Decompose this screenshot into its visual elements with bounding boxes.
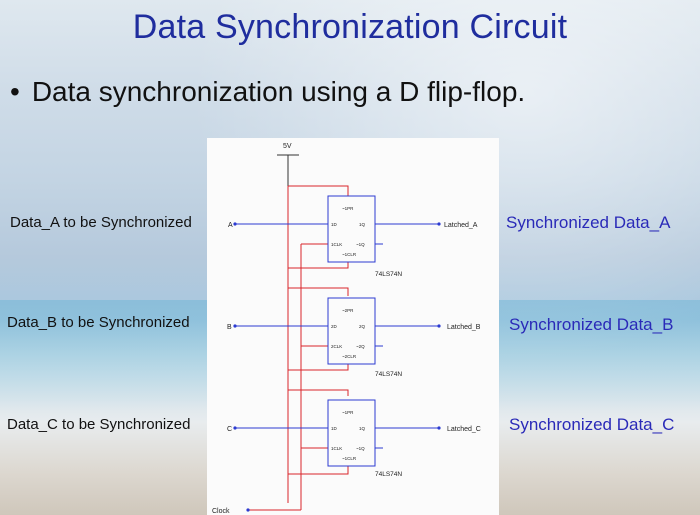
part-number-2: 74LS74N bbox=[375, 371, 402, 378]
junction-dots bbox=[233, 222, 441, 512]
svg-text:~1PR: ~1PR bbox=[342, 206, 354, 211]
flip-flop-3: ~1PR 1D 1Q 1CLK ~1Q ~1CLR 74LS74N bbox=[327, 399, 402, 478]
svg-text:~1CLR: ~1CLR bbox=[342, 252, 357, 257]
power-bus bbox=[287, 185, 349, 503]
svg-text:~1CLR: ~1CLR bbox=[342, 456, 357, 461]
svg-text:~1PR: ~1PR bbox=[342, 410, 354, 415]
svg-text:1CLK: 1CLK bbox=[331, 242, 342, 247]
flip-flop-2: ~2PR 2D 2Q 2CLK ~2Q ~2CLR 74LS74N bbox=[327, 297, 402, 378]
svg-text:2CLK: 2CLK bbox=[331, 344, 342, 349]
svg-text:~2PR: ~2PR bbox=[342, 308, 354, 313]
clock-bus bbox=[248, 243, 328, 511]
clock-label: Clock bbox=[212, 508, 230, 515]
bullet-text: Data synchronization using a D flip-flop… bbox=[31, 76, 526, 107]
svg-text:1D: 1D bbox=[331, 222, 338, 227]
svg-text:~1Q: ~1Q bbox=[356, 242, 365, 247]
input-label-b: Data_B to be Synchronized bbox=[7, 314, 190, 331]
flip-flop-1: ~1PR 1D 1Q 1CLK ~1Q ~1CLR 74LS74N bbox=[327, 195, 402, 278]
pin-label-a: A bbox=[228, 222, 233, 229]
svg-text:1Q: 1Q bbox=[359, 222, 366, 227]
svg-text:~1Q: ~1Q bbox=[356, 446, 365, 451]
output-wires bbox=[375, 223, 439, 429]
part-number-1: 74LS74N bbox=[375, 271, 402, 278]
supply-label: 5V bbox=[283, 143, 292, 150]
qn-stubs bbox=[375, 243, 383, 449]
bullet-point: • Data synchronization using a D flip-flo… bbox=[10, 76, 525, 108]
net-label-c: Latched_C bbox=[447, 426, 481, 433]
schematic-svg: 5V ~1PR 1D 1Q 1CLK ~1Q ~1CLR 74LS74N bbox=[212, 143, 481, 515]
input-label-a: Data_A to be Synchronized bbox=[10, 214, 192, 231]
data-input-wires bbox=[235, 223, 328, 429]
output-label-c: Synchronized Data_C bbox=[509, 415, 675, 434]
svg-text:1CLK: 1CLK bbox=[331, 446, 342, 451]
net-label-b: Latched_B bbox=[447, 324, 481, 331]
pin-label-b: B bbox=[227, 324, 232, 331]
svg-text:1D: 1D bbox=[331, 426, 338, 431]
output-label-b: Synchronized Data_B bbox=[509, 315, 674, 334]
part-number-3: 74LS74N bbox=[375, 471, 402, 478]
input-label-c: Data_C to be Synchronized bbox=[7, 416, 191, 433]
slide-title: Data Synchronization Circuit bbox=[132, 8, 568, 46]
net-label-a: Latched_A bbox=[444, 222, 478, 229]
pin-label-c: C bbox=[227, 426, 232, 433]
svg-text:~2Q: ~2Q bbox=[356, 344, 365, 349]
svg-text:2D: 2D bbox=[331, 324, 338, 329]
output-label-a: Synchronized Data_A bbox=[506, 213, 671, 232]
svg-text:~2CLR: ~2CLR bbox=[342, 354, 357, 359]
circuit-schematic: 5V ~1PR 1D 1Q 1CLK ~1Q ~1CLR 74LS74N bbox=[207, 138, 499, 515]
bullet-icon: • bbox=[10, 76, 20, 107]
svg-text:1Q: 1Q bbox=[359, 426, 366, 431]
svg-text:2Q: 2Q bbox=[359, 324, 366, 329]
